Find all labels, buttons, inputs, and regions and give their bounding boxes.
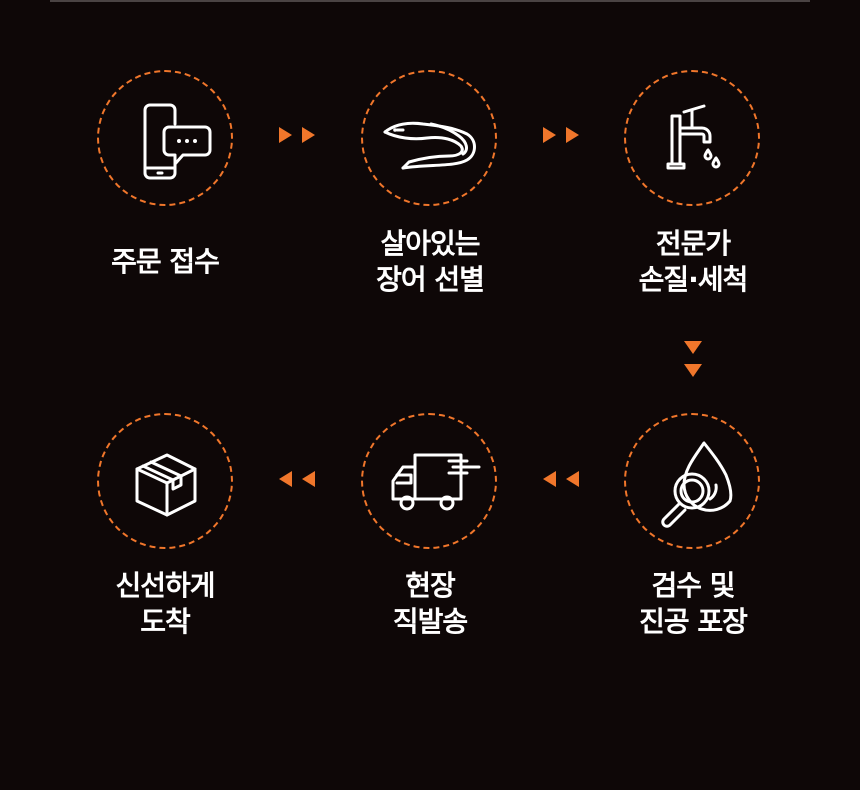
step-4-line-2: 진공 포장 <box>639 605 748 638</box>
step-5-line-2: 직발송 <box>392 605 468 638</box>
eel-icon <box>383 121 476 170</box>
step-6-line-2: 도착 <box>140 605 191 638</box>
step-1-circle <box>97 70 233 206</box>
package-box-icon <box>135 453 197 517</box>
step-3-label: 전문가 손질·세척 <box>593 226 793 298</box>
step-2-label: 살아있는 장어 선별 <box>330 226 530 298</box>
step-5-label: 현장 직발송 <box>330 568 530 640</box>
step-4-circle <box>624 413 760 549</box>
delivery-truck-icon <box>391 453 481 511</box>
faucet-icon <box>666 104 721 170</box>
step-3-line-2: 손질·세척 <box>638 263 749 296</box>
arrow-left-2 <box>543 471 581 487</box>
step-1-line-1: 주문 접수 <box>111 245 220 278</box>
step-1-label: 주문 접수 <box>65 244 265 280</box>
step-4-line-1: 검수 및 <box>651 569 735 602</box>
step-2-line-1: 살아있는 <box>380 227 480 260</box>
step-5-line-1: 현장 <box>405 569 456 602</box>
smartphone-chat-icon <box>143 103 212 180</box>
step-2-line-2: 장어 선별 <box>376 263 485 296</box>
top-divider <box>50 0 810 2</box>
arrow-right-2 <box>543 127 581 143</box>
step-6-label: 신선하게 도착 <box>65 568 265 640</box>
step-6-circle <box>97 413 233 549</box>
step-4-label: 검수 및 진공 포장 <box>593 568 793 640</box>
arrow-left-1 <box>279 471 317 487</box>
arrow-down <box>684 341 702 379</box>
step-3-circle <box>624 70 760 206</box>
step-2-circle <box>361 70 497 206</box>
magnifier-drop-icon <box>661 441 733 528</box>
step-5-circle <box>361 413 497 549</box>
step-6-line-1: 신선하게 <box>115 569 215 602</box>
arrow-right-1 <box>279 127 317 143</box>
step-3-line-1: 전문가 <box>655 227 731 260</box>
